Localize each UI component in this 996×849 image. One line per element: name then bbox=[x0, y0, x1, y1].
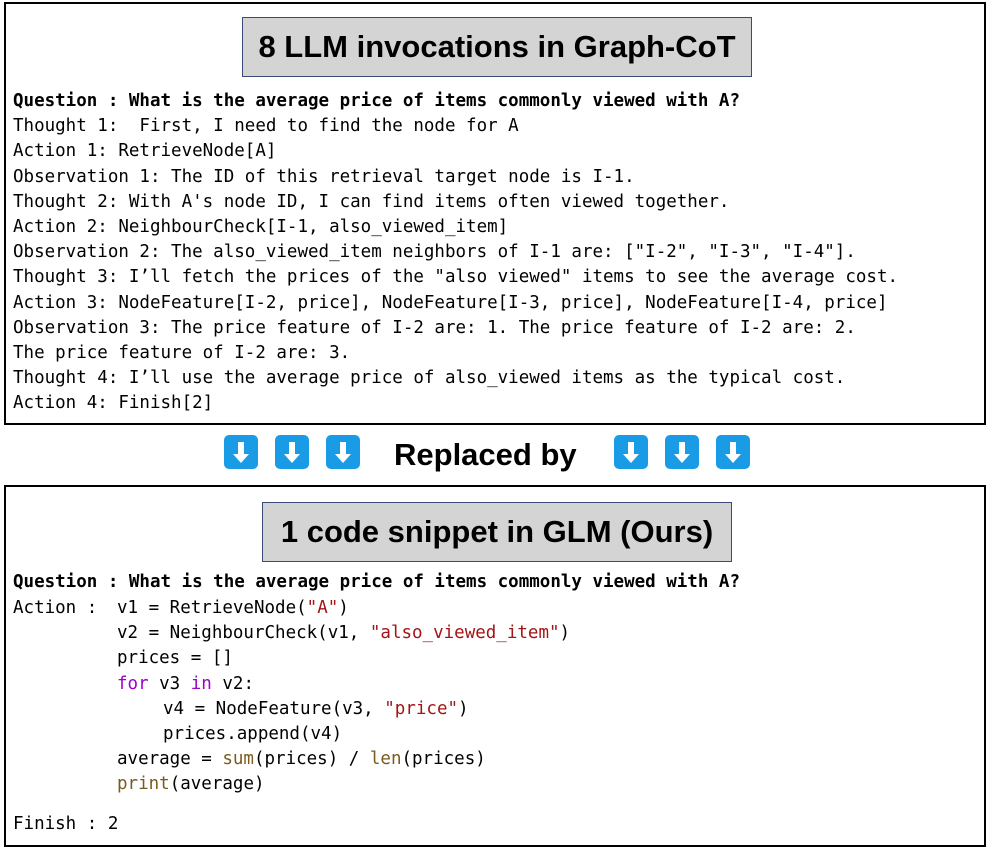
code-line: v4 = NodeFeature(v3, "price") bbox=[163, 698, 469, 719]
down-arrow-icon bbox=[224, 435, 258, 469]
trace-action-4: Action 4: Finish[2] bbox=[13, 393, 214, 414]
replaced-by-divider: Replaced by bbox=[0, 432, 996, 477]
trace-observation-1: Observation 1: The ID of this retrieval … bbox=[13, 166, 635, 187]
trace-thought-2: Thought 2: With A's node ID, I can find … bbox=[13, 191, 730, 212]
down-arrow-icon bbox=[665, 435, 699, 469]
graph-cot-trace: Question : What is the average price of … bbox=[13, 89, 898, 416]
replaced-by-label: Replaced by bbox=[394, 437, 577, 472]
code-line: for v3 in v2: bbox=[117, 673, 254, 694]
trace-question: Question : What is the average price of … bbox=[13, 91, 740, 111]
trace-action-3: Action 3: NodeFeature[I-2, price], NodeF… bbox=[13, 292, 888, 313]
glm-panel: 1 code snippet in GLM (Ours) Question : … bbox=[4, 485, 986, 847]
trace-action-1: Action 1: RetrieveNode[A] bbox=[13, 141, 277, 162]
code-line: v1 = RetrieveNode("A") bbox=[117, 598, 349, 618]
code-line: prices = [] bbox=[117, 648, 233, 669]
down-arrow-icon bbox=[716, 435, 750, 469]
code-line: print(average) bbox=[117, 774, 265, 795]
glm-code-snippet: v1 = RetrieveNode("A") v2 = NeighbourChe… bbox=[117, 596, 570, 798]
trace-observation-3-cont: The price feature of I-2 are: 3. bbox=[13, 342, 351, 363]
graph-cot-title: 8 LLM invocations in Graph-CoT bbox=[242, 17, 752, 77]
trace-thought-1: Thought 1: First, I need to find the nod… bbox=[13, 116, 519, 137]
down-arrow-icon bbox=[614, 435, 648, 469]
trace-action-2: Action 2: NeighbourCheck[I-1, also_viewe… bbox=[13, 216, 509, 237]
graph-cot-panel: 8 LLM invocations in Graph-CoT Question … bbox=[4, 2, 986, 425]
trace-thought-3: Thought 3: I’ll fetch the prices of the … bbox=[13, 267, 899, 288]
glm-finish: Finish : 2 bbox=[13, 814, 119, 834]
glm-action-label: Action : bbox=[13, 598, 108, 618]
trace-observation-3: Observation 3: The price feature of I-2 … bbox=[13, 317, 856, 338]
down-arrow-icon bbox=[275, 435, 309, 469]
down-arrow-icon bbox=[326, 435, 360, 469]
trace-thought-4: Thought 4: I’ll use the average price of… bbox=[13, 368, 846, 389]
code-line: v2 = NeighbourCheck(v1, "also_viewed_ite… bbox=[117, 623, 571, 644]
code-line: average = sum(prices) / len(prices) bbox=[117, 749, 486, 770]
trace-observation-2: Observation 2: The also_viewed_item neig… bbox=[13, 242, 856, 263]
glm-title: 1 code snippet in GLM (Ours) bbox=[262, 502, 732, 562]
glm-question: Question : What is the average price of … bbox=[13, 572, 740, 592]
code-line: prices.append(v4) bbox=[163, 723, 343, 744]
